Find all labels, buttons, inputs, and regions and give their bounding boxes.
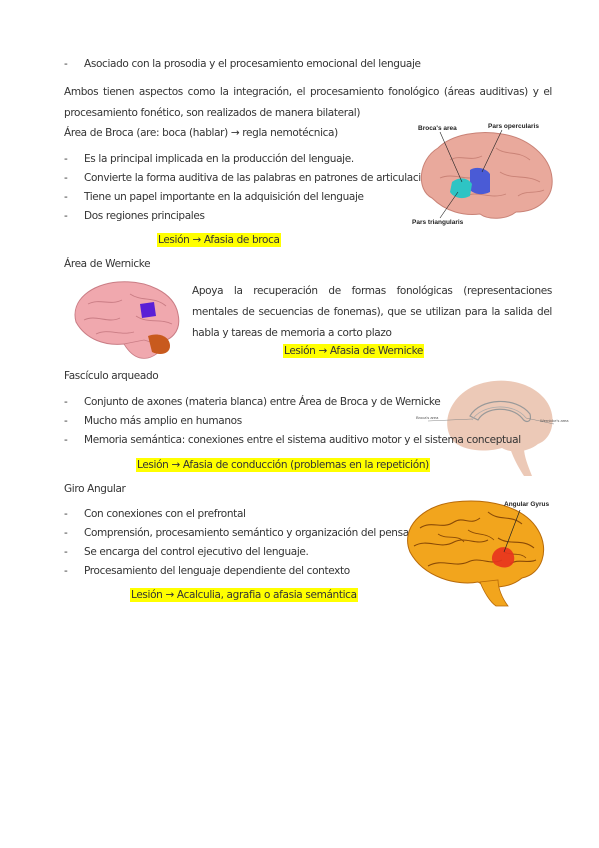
label-wernicke: Wernicke's area <box>540 418 569 423</box>
fasciculo-heading: Fascículo arqueado <box>64 370 159 382</box>
fasciculo-lesion: Lesión → Afasia de conducción (problemas… <box>136 458 430 472</box>
broca-lesion: Lesión → Afasia de broca <box>157 233 281 247</box>
angular-gyrus-figure: Angular Gyrus <box>407 500 550 607</box>
fasciculo-brain-figure: Broca's area Wernicke's area <box>416 380 569 476</box>
wernicke-text: Apoya la recuperación de formas fonológi… <box>192 285 552 339</box>
giro-heading: Giro Angular <box>64 483 126 495</box>
label-angular-gyrus: Angular Gyrus <box>504 501 550 508</box>
giro-lesion: Lesión → Acalculia, agrafia o afasia sem… <box>130 588 358 602</box>
broca-brain-figure: Broca's area Pars opercularis Pars trian… <box>412 123 553 226</box>
wernicke-heading: Área de Wernicke <box>64 258 151 270</box>
wernicke-brain-figure <box>74 281 180 359</box>
label-pars-triangularis: Pars triangularis <box>412 219 464 226</box>
intro-paragraph: Ambos tienen aspectos como la integració… <box>64 86 552 119</box>
label-pars-opercularis: Pars opercularis <box>488 123 539 130</box>
wernicke-lesion: Lesión → Afasia de Wernicke <box>283 344 425 358</box>
label-broca-area: Broca's area <box>418 125 457 132</box>
label-broca: Broca's area <box>416 415 439 420</box>
broca-heading: Área de Broca (are: boca (hablar) → regl… <box>64 127 338 139</box>
